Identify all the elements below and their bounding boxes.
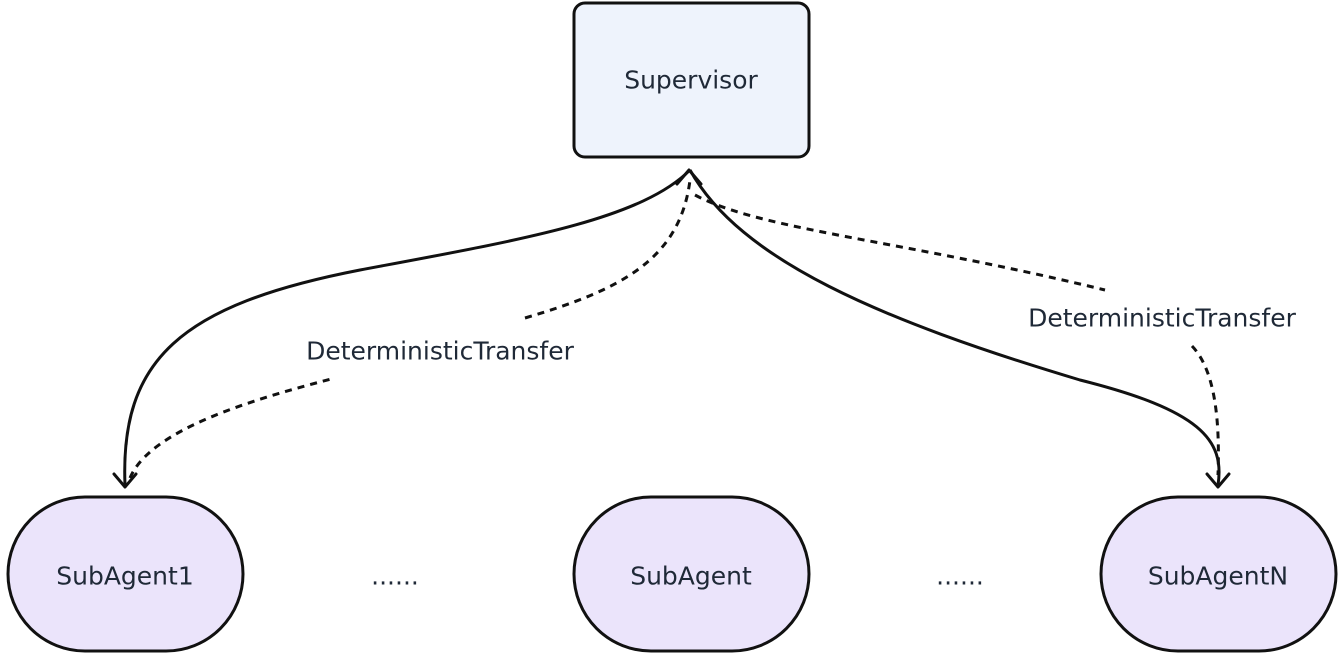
ellipsis-right: ......: [936, 562, 984, 591]
subagent-node[interactable]: SubAgent: [572, 495, 811, 653]
edge-label-left: DeterministicTransfer: [306, 337, 575, 366]
subagent-label: SubAgent: [630, 562, 752, 591]
supervisor-label: Supervisor: [624, 66, 758, 95]
arrowhead-subagentn: [1205, 472, 1231, 489]
edge-supervisor-to-label-right-dashed: [694, 193, 1106, 292]
subagentn-label: SubAgentN: [1148, 562, 1288, 591]
subagentn-node[interactable]: SubAgentN: [1099, 495, 1338, 653]
edge-label-right: DeterministicTransfer: [1028, 304, 1297, 333]
subagent1-node[interactable]: SubAgent1: [6, 495, 245, 653]
edge-label-left-to-supervisor-dashed: [524, 179, 692, 320]
edge-supervisor-to-subagent1: [123, 168, 692, 486]
supervisor-node[interactable]: Supervisor: [572, 1, 811, 159]
edge-subagent1-to-supervisor-dashed: [128, 376, 336, 479]
arrowhead-supervisor: [675, 168, 703, 186]
edge-supervisor-to-subagentn: [688, 169, 1221, 486]
edge-label-right-to-subagentn-dashed: [1190, 344, 1220, 476]
subagent1-label: SubAgent1: [56, 562, 194, 591]
ellipsis-left: ......: [371, 562, 419, 591]
arrowhead-subagent1: [112, 472, 138, 489]
